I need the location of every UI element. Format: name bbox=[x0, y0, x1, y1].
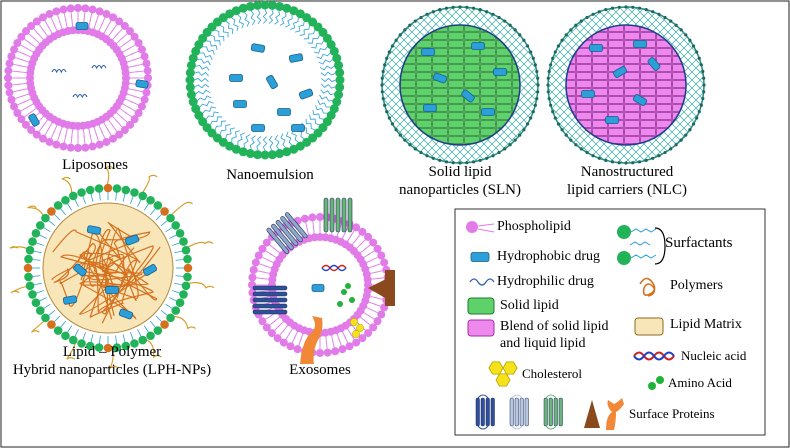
legend-box bbox=[454, 208, 766, 436]
label-sln: Solid lipid nanoparticles (SLN) bbox=[385, 163, 535, 199]
legend-solid-lipid: Solid lipid bbox=[500, 298, 559, 313]
label-lph: Lipid – Polymer Hybrid nanoparticles (LP… bbox=[6, 343, 218, 379]
legend-blend-line1: Blend of solid lipid bbox=[500, 319, 609, 334]
label-sln-line1: Solid lipid bbox=[428, 164, 492, 180]
label-lph-line1: Lipid – Polymer bbox=[62, 344, 162, 360]
nanoemulsion-illustration bbox=[185, 0, 345, 160]
legend-blend-line2: and liquid lipid bbox=[500, 336, 586, 351]
legend-nucleic-acid: Nucleic acid bbox=[681, 348, 747, 363]
label-nlc: Nanostructured lipid carriers (NLC) bbox=[552, 163, 702, 199]
label-nanoemulsion: Nanoemulsion bbox=[226, 167, 314, 183]
label-nlc-line1: Nanostructured bbox=[580, 164, 674, 180]
legend-phospholipid: Phospholipid bbox=[497, 219, 571, 234]
legend-blend: Blend of solid lipid and liquid lipid bbox=[500, 318, 609, 352]
legend-amino-acid: Amino Acid bbox=[668, 375, 732, 390]
legend-cholesterol: Cholesterol bbox=[522, 366, 582, 381]
label-nlc-line2: lipid carriers (NLC) bbox=[567, 182, 687, 198]
exosome-illustration bbox=[248, 197, 395, 364]
legend-icons bbox=[466, 221, 675, 430]
legend-surfactants: Surfactants bbox=[665, 235, 733, 251]
lph-np-illustration bbox=[9, 165, 215, 370]
legend-surface-proteins: Surface Proteins bbox=[629, 406, 715, 421]
sln-illustration bbox=[380, 5, 540, 165]
label-liposomes: Liposomes bbox=[62, 157, 128, 173]
legend-hydrophobic-drug: Hydrophobic drug bbox=[497, 249, 601, 264]
liposome-illustration bbox=[4, 4, 152, 152]
legend-hydrophilic-drug: Hydrophilic drug bbox=[497, 274, 594, 289]
legend-polymers: Polymers bbox=[670, 278, 723, 293]
label-lph-line2: Hybrid nanoparticles (LPH-NPs) bbox=[12, 362, 212, 378]
label-exosomes: Exosomes bbox=[289, 362, 351, 378]
nlc-illustration bbox=[546, 5, 706, 165]
label-sln-line2: nanoparticles (SLN) bbox=[398, 182, 522, 198]
legend-lipid-matrix: Lipid Matrix bbox=[670, 317, 742, 332]
